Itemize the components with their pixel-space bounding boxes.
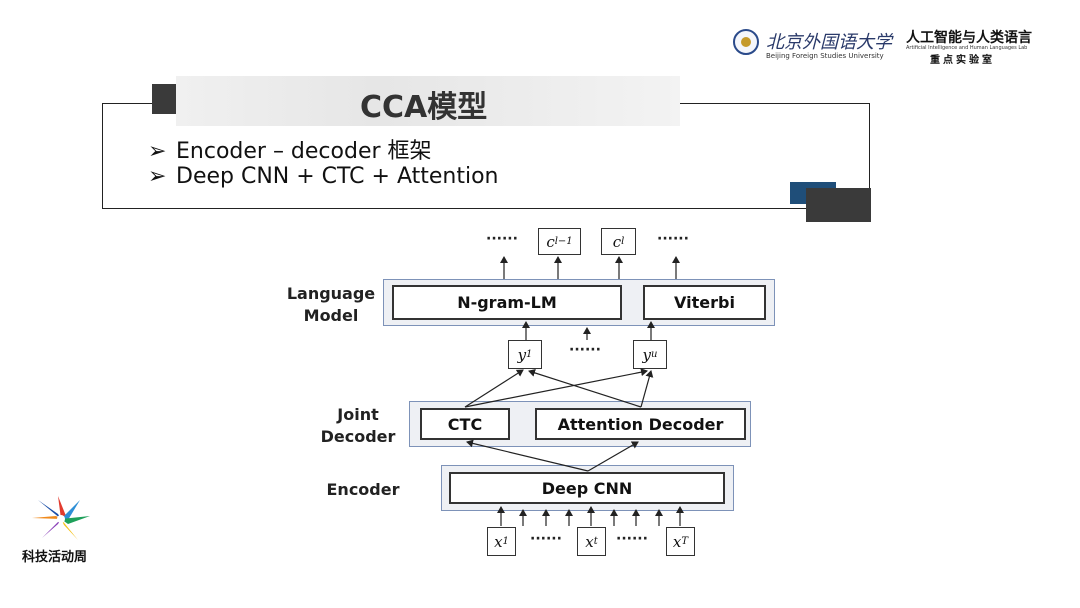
slide-title: CCA模型 <box>360 90 488 125</box>
bullet-arrow-icon: ➢ <box>148 139 167 164</box>
lab-name-sub: 重点实验室 <box>930 55 995 66</box>
lab-name-cn: 人工智能与人类语言 <box>906 30 1032 46</box>
arrow-att-to-y1 <box>528 369 642 408</box>
attention-decoder-block: Attention Decoder <box>535 408 746 440</box>
ellipsis: ······ <box>486 231 518 247</box>
bullet-item: ➢ Encoder – decoder 框架 <box>148 133 432 165</box>
ctc-block: CTC <box>420 408 510 440</box>
sci-tech-week-label: 科技活动周 <box>22 550 88 565</box>
frame-corner-block <box>152 84 176 114</box>
bullet-text: Deep CNN + CTC + Attention <box>176 164 499 189</box>
bullet-text: Encoder – decoder 框架 <box>176 139 432 164</box>
bullet-arrow-icon: ➢ <box>148 164 167 189</box>
layer-label-encoder: Encoder <box>326 480 400 499</box>
bfsu-name-cn: 北京外国语大学 <box>766 32 892 53</box>
arrow-cnn-to-ctc <box>466 439 589 472</box>
arrow-ctc-to-yu <box>464 368 648 408</box>
bfsu-emblem-icon <box>733 29 759 55</box>
bullet-item: ➢ Deep CNN + CTC + Attention <box>148 164 499 189</box>
arrow-ctc-to-y1 <box>464 369 524 408</box>
sci-tech-week-logo-icon <box>32 496 90 540</box>
ellipsis: ······ <box>657 231 689 247</box>
layer-label-joint-decoder: Joint Decoder <box>320 405 396 446</box>
ngram-lm-block: N-gram-LM <box>392 285 622 320</box>
frame-corner-block-br <box>806 188 871 222</box>
deep-cnn-block: Deep CNN <box>449 472 725 504</box>
layer-label-language-model: Language Model <box>286 284 376 325</box>
arrow-cnn-to-att <box>587 441 639 472</box>
ellipsis: ······ <box>569 342 601 358</box>
lab-name-en: Artificial Intelligence and Human Langua… <box>906 45 1028 51</box>
viterbi-block: Viterbi <box>643 285 766 320</box>
bfsu-name-en: Beijing Foreign Studies University <box>766 52 884 60</box>
ellipsis: ······ <box>616 531 648 547</box>
arrow-att-to-yu <box>640 370 654 408</box>
title-band <box>176 76 680 126</box>
ellipsis: ······ <box>530 531 562 547</box>
